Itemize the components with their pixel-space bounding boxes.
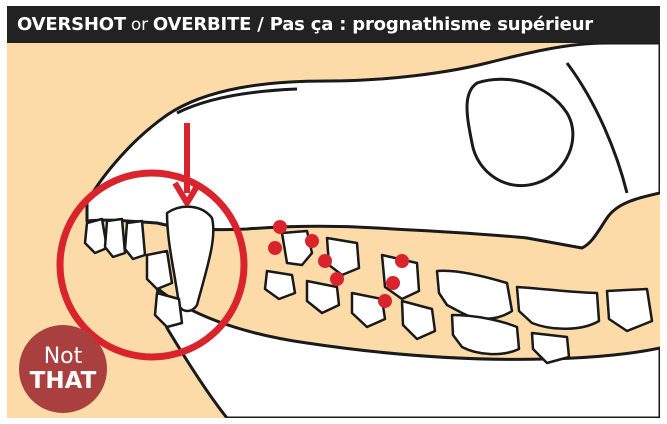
front-teeth (85, 207, 213, 327)
title-part2: OVERBITE / Pas ça : prognathisme supérie… (153, 14, 593, 35)
title-part1: OVERSHOT (17, 14, 126, 35)
not-that-badge: Not THAT (19, 325, 107, 413)
title-bar: OVERSHOT or OVERBITE / Pas ça : prognath… (7, 6, 660, 43)
upper-canine (167, 207, 213, 311)
badge-line2: THAT (30, 370, 97, 393)
badge-line1: Not (44, 346, 83, 368)
title-connector: or (131, 15, 148, 35)
